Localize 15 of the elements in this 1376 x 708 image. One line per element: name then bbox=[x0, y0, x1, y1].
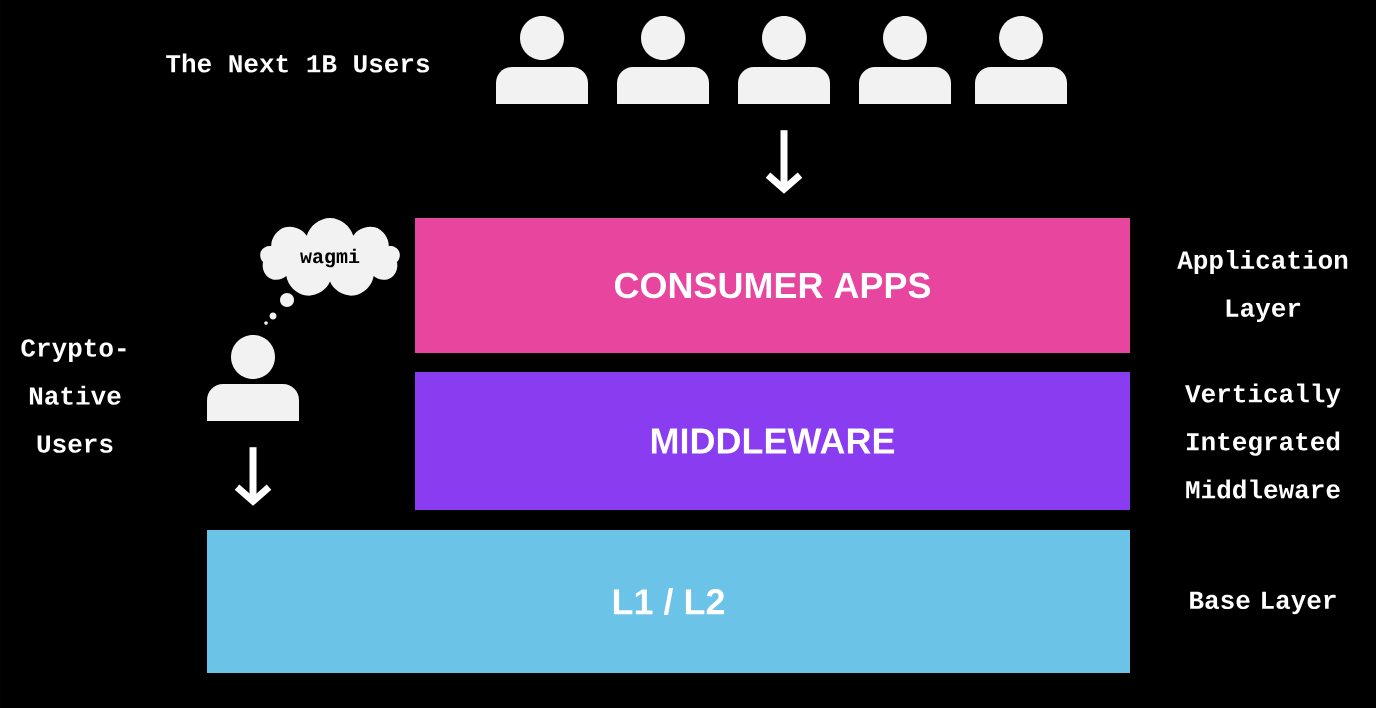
layer-box: MIDDLEWARE bbox=[415, 372, 1130, 510]
person-icon bbox=[738, 16, 830, 104]
person-icon bbox=[496, 16, 588, 104]
layer-box: L1 / L2 bbox=[207, 530, 1130, 673]
person-icon bbox=[975, 16, 1067, 104]
person-icon bbox=[859, 16, 951, 104]
side-label: Crypto-Native Users bbox=[21, 339, 126, 453]
person-icon bbox=[207, 335, 299, 421]
person-icon bbox=[617, 16, 709, 104]
side-label: Vertically Integrated Middleware bbox=[1185, 383, 1341, 499]
side-label: Application Layer bbox=[1177, 249, 1348, 323]
layer-box: CONSUMER APPS bbox=[415, 218, 1130, 353]
group-label: The Next 1B Users bbox=[166, 53, 429, 73]
side-label: Base Layer bbox=[1190, 591, 1336, 615]
thought-cloud: wagmi bbox=[260, 218, 400, 296]
